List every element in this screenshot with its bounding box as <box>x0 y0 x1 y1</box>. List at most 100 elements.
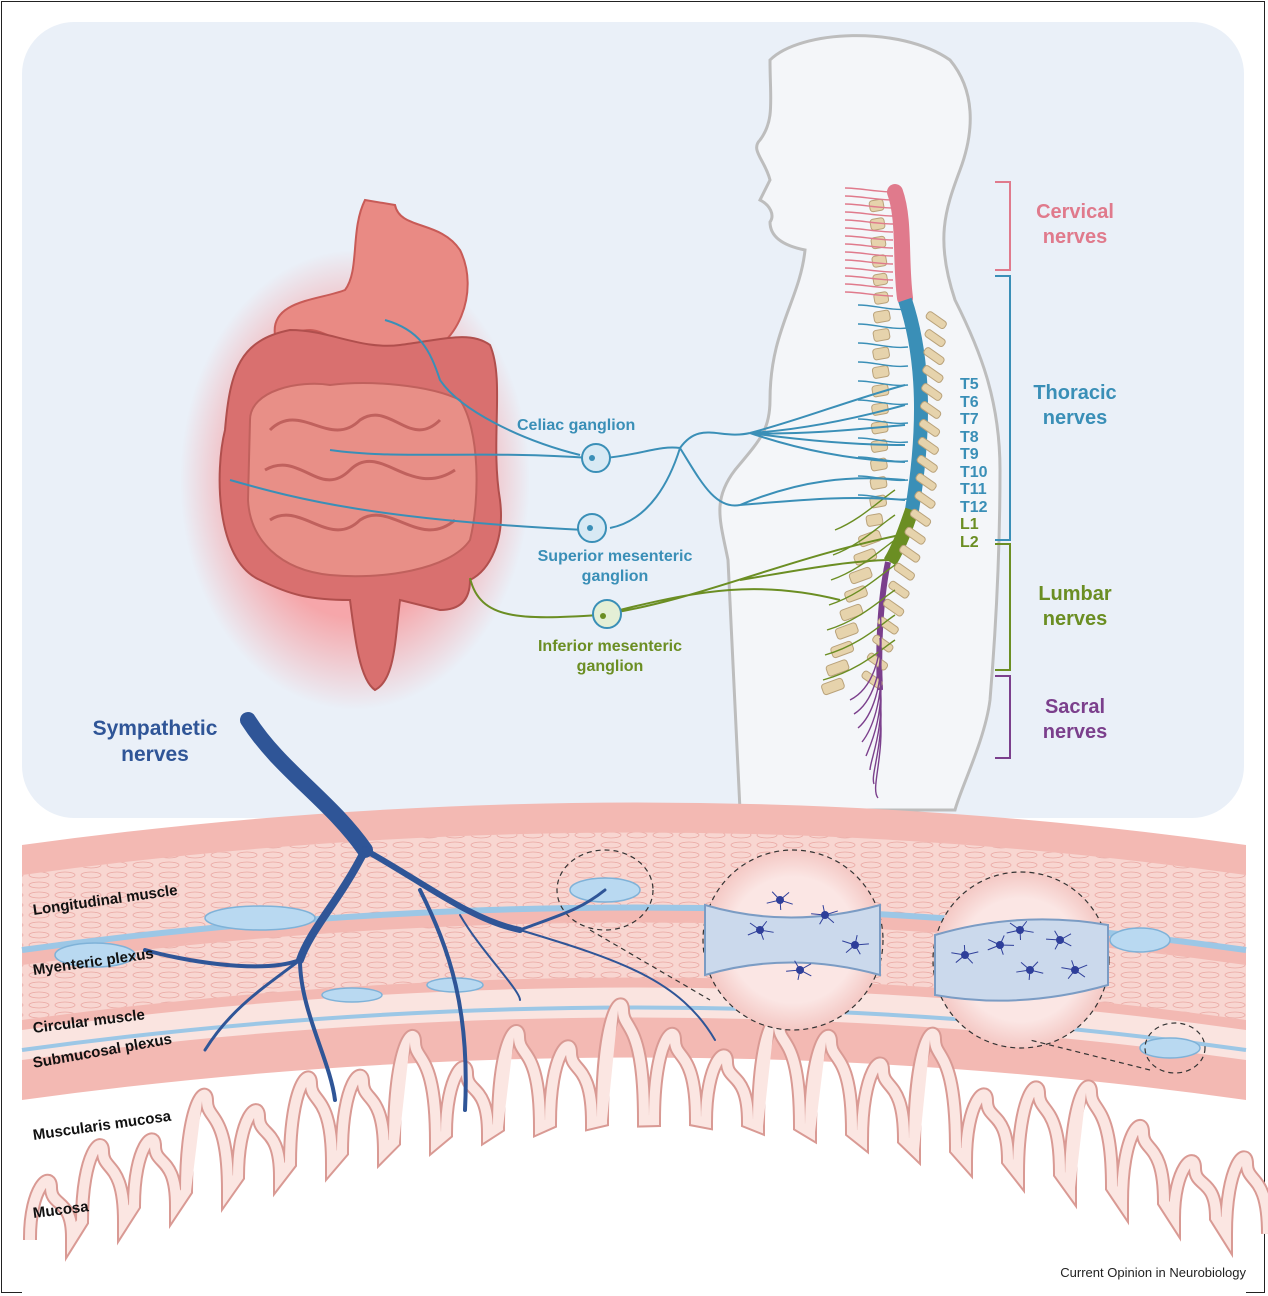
neuron-dendrite <box>759 920 768 931</box>
thoracic-rootlet <box>857 437 909 444</box>
vertebra <box>839 603 864 622</box>
segment-label: T10 <box>960 463 988 481</box>
neuron-dendrite <box>779 899 793 905</box>
spinous-process <box>917 437 939 455</box>
spinous-process <box>914 490 936 509</box>
neuron-dendrite <box>1016 969 1031 973</box>
vertebra <box>834 622 859 640</box>
neuron-dendrite <box>964 951 979 956</box>
segment-label: L2 <box>960 533 979 551</box>
sacral-label-line1: Sacral <box>1044 696 1106 718</box>
neuron-dendrite <box>1020 961 1031 971</box>
cervical-rootlet <box>844 259 894 265</box>
lumbar-label-line2: nerves <box>1042 608 1108 630</box>
neuron-dendrite <box>759 929 774 933</box>
inferior-mesenteric-ganglion-label: Inferior mesenteric ganglion <box>520 637 700 677</box>
spinous-process <box>916 454 938 473</box>
neuron-dendrite <box>799 969 812 977</box>
neuron-dendrite <box>779 899 782 911</box>
superior-label-line1: Superior mesenteric <box>537 548 693 565</box>
neuron-dendrite <box>854 943 869 946</box>
vertebra <box>873 291 890 305</box>
neuron-dendrite <box>1029 961 1039 971</box>
neuron-dendrite <box>842 940 856 946</box>
vertebra <box>848 566 873 585</box>
vertebra <box>868 198 885 213</box>
neuron-dendrite <box>779 891 790 901</box>
neuron-dendrite <box>988 939 1001 946</box>
neuron-dendrite <box>824 914 835 924</box>
neuron-dendrite <box>1019 920 1028 931</box>
spinous-process <box>915 472 937 491</box>
neuron-dendrite <box>1059 933 1072 941</box>
thoracic-label-line2: nerves <box>1042 407 1108 429</box>
neuron-dendrite <box>1019 929 1034 933</box>
neuron-dendrite <box>749 922 761 931</box>
cervical-rootlet <box>844 267 894 273</box>
segment-label: T7 <box>960 411 979 428</box>
superior-mesenteric-ganglion <box>577 513 607 543</box>
lumbar-rootlet <box>832 514 896 556</box>
neuron-dendrite <box>1074 964 1088 971</box>
neuron-dendrite <box>999 944 1004 955</box>
lumbar-bracket <box>995 543 1011 671</box>
segment-label: T6 <box>960 393 979 411</box>
vertebra <box>873 309 891 324</box>
thoracic-segment-list: T5 T6 T7 T8 T9 T10 T11 T12 L1 L2 <box>960 376 988 551</box>
neuron-dendrite <box>1061 967 1076 971</box>
neuron-dendrite <box>1071 960 1076 971</box>
spinous-process <box>921 383 943 401</box>
cervical-bracket <box>995 181 1011 271</box>
segment-label: T8 <box>960 428 979 446</box>
human-silhouette <box>718 34 1002 812</box>
neuron-dendrite <box>824 910 838 916</box>
thoracic-rootlet <box>857 342 909 349</box>
segment-label: T11 <box>960 481 987 498</box>
spinous-process <box>919 401 942 419</box>
lumbar-label-line1: Lumbar <box>1038 583 1112 605</box>
spinal-nerve-rootlets <box>822 187 909 799</box>
lumbar-rootlet <box>822 639 896 681</box>
sacral-rootlet <box>857 637 882 729</box>
thoracic-rootlet <box>857 323 909 330</box>
sacral-nerves-label: Sacral nerves <box>1020 695 1130 745</box>
segment-label: T5 <box>960 376 979 393</box>
cervical-rootlet <box>844 235 894 241</box>
thoracic-rootlet <box>857 418 909 425</box>
neuron-dendrite <box>1074 969 1086 978</box>
neuron-dendrite <box>799 963 812 971</box>
region-brackets <box>995 181 1011 759</box>
sympathetic-label-line2: nerves <box>121 743 189 767</box>
vertebra <box>865 513 884 527</box>
cervical-rootlet <box>844 227 894 233</box>
sympathetic-label-line1: Sympathetic <box>92 717 218 740</box>
neuron-dendrite <box>951 952 966 956</box>
inferior-label-line2: ganglion <box>576 658 644 675</box>
spinous-process <box>924 329 946 348</box>
vertebra <box>872 328 891 342</box>
journal-credit: Current Opinion in Neurobiology <box>1060 1265 1246 1280</box>
lumbar-rootlet <box>826 589 896 631</box>
neuron-dendrite <box>987 944 1001 951</box>
spinous-process <box>904 526 926 545</box>
cervical-rootlet <box>844 243 894 249</box>
neuron-dendrite <box>797 969 801 980</box>
sacral-rootlet <box>874 707 882 799</box>
thoracic-rootlet <box>857 361 909 368</box>
sacral-rootlet <box>861 651 882 743</box>
lumbar-nerves-label: Lumbar nerves <box>1020 582 1130 632</box>
spinous-process <box>922 365 944 383</box>
neuron-dendrite <box>794 960 801 971</box>
spinous-process <box>899 544 921 563</box>
inferior-label-line1: Inferior mesenteric <box>537 638 683 655</box>
cervical-rootlet <box>844 187 894 193</box>
cervical-label-line1: Cervical <box>1036 201 1114 223</box>
neuron-dendrite <box>845 944 856 954</box>
inferior-mesenteric-ganglion <box>592 599 622 629</box>
neuron-dendrite <box>822 905 826 916</box>
vertebra <box>872 346 890 361</box>
neuron-dendrite <box>766 899 781 904</box>
spinous-process <box>893 562 915 581</box>
neuron-dendrite <box>1028 969 1031 981</box>
neuron-dendrite <box>1046 938 1061 941</box>
